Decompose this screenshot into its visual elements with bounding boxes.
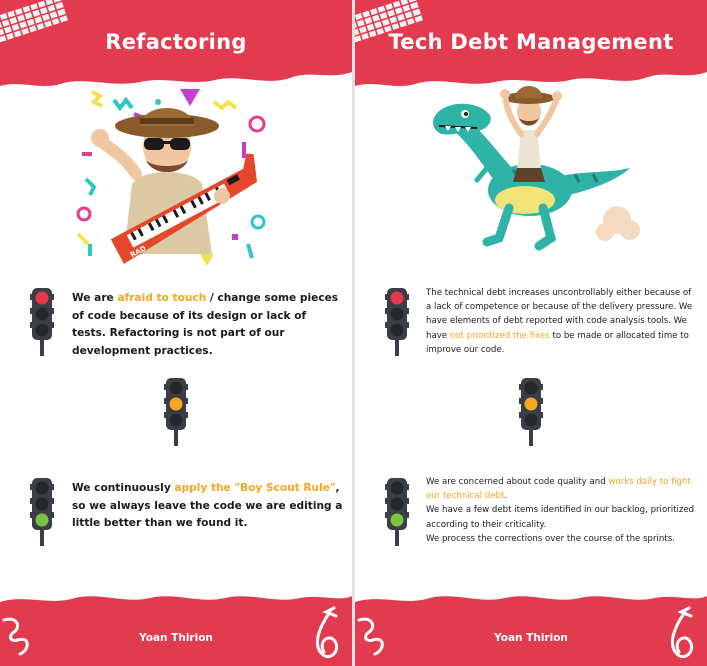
author-name: Yoan Thirion — [494, 632, 568, 644]
traffic-light-green-icon — [30, 478, 54, 546]
green-text-highlight: works daily to fight our technical debt — [426, 477, 691, 502]
red-text-highlight: afraid to touch — [117, 292, 207, 304]
traffic-light-orange-icon — [164, 378, 188, 446]
green-status-text: We are concerned about code quality and … — [426, 475, 702, 546]
author-name: Yoan Thirion — [139, 632, 213, 644]
footer-banner: Yoan Thirion — [0, 590, 352, 666]
page-title: Tech Debt Management — [388, 30, 674, 54]
arrow-doodle-decoration — [671, 606, 694, 659]
green-line-2: We have a few debt items identified in o… — [426, 505, 695, 530]
green-status-text: We continuously apply the "Boy Scout Rul… — [72, 480, 344, 533]
red-text-highlight: not prioritized the fixes — [449, 330, 550, 341]
red-text-before: The technical debt increases uncontrolla… — [426, 288, 693, 341]
green-text-after: . — [504, 491, 508, 502]
keytar-avatar-illustration: RAD — [76, 89, 266, 266]
card-divider — [352, 0, 355, 666]
header-banner: Refactoring — [0, 0, 352, 90]
green-text-before: We continuously — [72, 482, 175, 494]
tape-decoration — [355, 0, 423, 43]
page-title: Refactoring — [105, 30, 247, 54]
traffic-light-green-icon — [385, 478, 409, 546]
traffic-light-red-icon — [30, 288, 54, 356]
header-banner: Tech Debt Management — [355, 0, 707, 90]
green-text-before: We are concerned about code quality and — [426, 477, 609, 487]
green-text-highlight: apply the "Boy Scout Rule" — [174, 482, 336, 494]
swirl-decoration — [357, 617, 384, 656]
banner-shape — [0, 0, 352, 86]
red-status-text: The technical debt increases uncontrolla… — [426, 286, 698, 357]
tech-debt-card: Tech Debt Management — [355, 0, 707, 666]
refactoring-card: Refactoring — [0, 0, 352, 666]
red-text-after: / change some pieces of code because of … — [72, 292, 339, 357]
red-status-text: We are afraid to touch / change some pie… — [72, 290, 342, 360]
traffic-light-orange-icon — [519, 378, 543, 446]
footer-shape — [355, 596, 707, 666]
tape-decoration — [0, 0, 68, 43]
traffic-light-red-icon — [385, 288, 409, 356]
dust-cloud — [596, 206, 640, 241]
red-text-before: We are — [72, 292, 118, 304]
arrow-doodle-decoration — [316, 606, 339, 659]
red-text-after: to be made or allocated time to improve … — [426, 330, 689, 355]
dinosaur-rider-illustration — [433, 86, 640, 251]
swirl-decoration — [2, 617, 29, 656]
footer-shape — [0, 596, 352, 666]
keytar: RAD — [110, 153, 257, 264]
green-line-3: We process the corrections over the cour… — [426, 533, 675, 544]
footer-banner: Yoan Thirion — [355, 590, 707, 666]
green-text-after: , so we always leave the code we are edi… — [72, 482, 343, 529]
green-line-1: We are concerned about code quality and … — [426, 475, 702, 503]
banner-shape — [355, 0, 707, 86]
